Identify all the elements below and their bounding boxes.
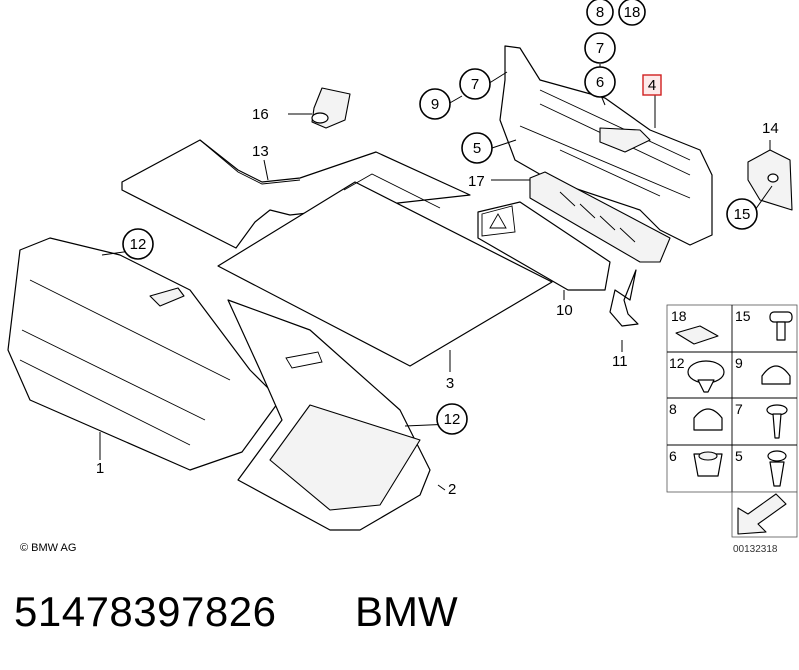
label-part-16: 16 xyxy=(252,106,269,123)
callout-9: 9 xyxy=(419,88,451,120)
legend-label: 12 xyxy=(669,355,685,371)
callout-label: 7 xyxy=(596,40,604,57)
bolt-icon xyxy=(767,450,787,462)
callout-label: 12 xyxy=(444,411,461,428)
label-part-1: 1 xyxy=(96,460,104,477)
legend-cell-12: 12 xyxy=(669,355,725,393)
part-11-hook xyxy=(609,269,639,327)
rivet-icon xyxy=(769,311,793,323)
copyright-label: © BMW AG xyxy=(20,542,77,554)
callout-12-right: 12 xyxy=(436,403,468,435)
part-number: 51478397826 xyxy=(14,588,277,635)
callout-8: 8 xyxy=(586,0,614,26)
callout-label: 6 xyxy=(596,74,604,91)
legend-label: 8 xyxy=(669,401,677,417)
legend-cell-9: 9 xyxy=(735,355,791,385)
callout-label: 8 xyxy=(596,4,604,21)
small-parts-legend: 18 15 12 9 8 7 6 xyxy=(666,304,798,538)
part-10-foam-block xyxy=(477,201,611,291)
callout-6: 6 xyxy=(584,66,616,98)
legend-cell-5: 5 xyxy=(735,448,787,487)
legend-cell-8: 8 xyxy=(669,401,723,431)
callout-label: 5 xyxy=(473,140,481,157)
callout-label: 15 xyxy=(734,206,751,223)
plug-icon xyxy=(693,408,723,431)
callout-label: 9 xyxy=(431,96,439,113)
highlight-label: 4 xyxy=(648,77,656,94)
cap-icon xyxy=(761,365,791,385)
legend-cell-18: 18 xyxy=(671,308,719,345)
callout-18: 18 xyxy=(618,0,646,26)
legend-label: 5 xyxy=(735,448,743,464)
part-16-bracket xyxy=(311,87,351,129)
label-part-11: 11 xyxy=(612,353,628,370)
callout-7-top: 7 xyxy=(584,32,616,64)
brand-name: BMW xyxy=(355,588,458,635)
legend-label: 15 xyxy=(735,308,751,324)
part-3-floor-panel xyxy=(217,173,553,367)
callout-7-left: 7 xyxy=(459,68,491,100)
part-4-trim-panel xyxy=(499,45,713,246)
callout-12-left: 12 xyxy=(122,228,154,260)
callout-5: 5 xyxy=(461,132,493,164)
callout-4-highlighted[interactable]: 4 xyxy=(642,74,662,96)
label-part-14: 14 xyxy=(762,120,779,137)
legend-label: 18 xyxy=(671,308,687,324)
pad-icon xyxy=(675,325,719,345)
label-part-13: 13 xyxy=(252,143,269,160)
direction-arrow-icon xyxy=(731,491,798,538)
callout-label: 7 xyxy=(471,76,479,93)
part-2-storage-trim xyxy=(227,299,431,531)
label-part-2: 2 xyxy=(448,481,456,498)
legend-label: 6 xyxy=(669,448,677,464)
callout-label: 18 xyxy=(624,4,641,21)
label-part-17: 17 xyxy=(468,173,485,190)
label-part-10: 10 xyxy=(556,302,573,319)
part-14-cover xyxy=(747,149,793,211)
part-13-floor-covering xyxy=(121,139,471,249)
callout-label: 12 xyxy=(130,236,147,253)
callout-15: 15 xyxy=(726,198,758,230)
legend-label: 9 xyxy=(735,355,743,371)
part-17-cover-strip xyxy=(529,171,671,263)
legend-cell-15: 15 xyxy=(735,308,793,341)
diagram-id-label: 00132318 xyxy=(733,544,778,555)
legend-cell-6: 6 xyxy=(669,448,723,477)
legend-cell-7: 7 xyxy=(735,401,788,439)
legend-label: 7 xyxy=(735,401,743,417)
label-part-3: 3 xyxy=(446,375,454,392)
